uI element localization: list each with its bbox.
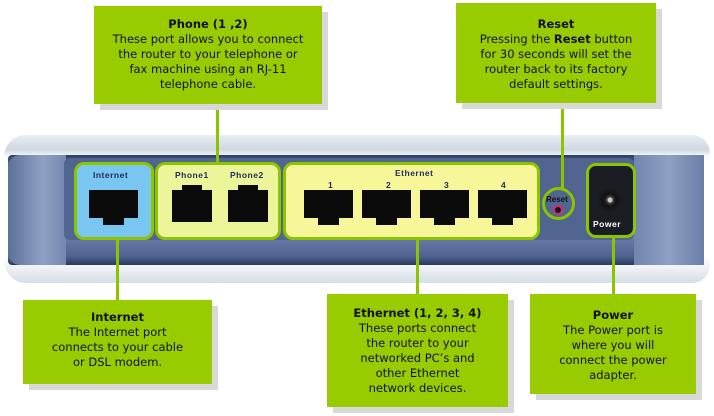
ethernet-port-3[interactable] <box>420 190 469 225</box>
ethernet-callout: Ethernet (1, 2, 3, 4) These ports connec… <box>327 294 508 407</box>
internet-port-label: Internet <box>93 170 129 180</box>
ethernet-port-2-label: 2 <box>386 180 392 190</box>
reset-highlight-ring <box>542 187 575 220</box>
power-callout: Power The Power port is where you will c… <box>530 294 696 394</box>
router-left-cap <box>8 155 66 265</box>
power-callout-title: Power <box>592 308 634 322</box>
internet-port-group <box>74 162 154 240</box>
reset-callout-body-pre: Pressing the <box>479 32 554 46</box>
reset-callout-body: Pressing the Reset button for 30 seconds… <box>456 32 656 92</box>
reset-callout-body-post: button for 30 seconds will set the route… <box>480 32 633 91</box>
power-port[interactable] <box>598 188 622 212</box>
reset-callout-body-bold: Reset <box>553 32 591 46</box>
ethernet-callout-title: Ethernet (1, 2, 3, 4) <box>353 306 482 320</box>
router-right-cap <box>634 155 704 265</box>
power-leader-line <box>612 236 615 296</box>
phone-leader-line <box>216 108 219 164</box>
internet-port[interactable] <box>89 190 138 225</box>
reset-callout-title: Reset <box>537 17 575 31</box>
ethernet-port-3-label: 3 <box>444 180 450 190</box>
phone2-port[interactable] <box>228 185 268 222</box>
phone2-port-label: Phone2 <box>230 170 264 180</box>
internet-callout: Internet The Internet port connects to y… <box>23 300 212 384</box>
power-callout-body: The Power port is where you will connect… <box>559 323 667 382</box>
power-port-label: Power <box>593 219 622 229</box>
phone-callout-body: These port allows you to connect the rou… <box>112 32 304 91</box>
ethernet-callout-body: These ports connect the router to your n… <box>358 321 477 395</box>
reset-callout: Reset Pressing the Reset button for 30 s… <box>456 3 656 103</box>
phone-callout-title: Phone (1 ,2) <box>168 17 248 31</box>
phone1-port-label: Phone1 <box>175 170 209 180</box>
phone-callout: Phone (1 ,2) These port allows you to co… <box>94 6 322 104</box>
internet-callout-body: The Internet port connects to your cable… <box>51 325 184 369</box>
ethernet-port-2[interactable] <box>362 190 411 225</box>
ethernet-group-label: Ethernet <box>395 168 434 178</box>
ethernet-port-1-label: 1 <box>328 180 334 190</box>
ethernet-port-4[interactable] <box>478 190 527 225</box>
reset-leader-line <box>561 106 564 190</box>
ethernet-port-4-label: 4 <box>501 180 507 190</box>
ethernet-leader-line <box>416 238 419 296</box>
ethernet-port-1[interactable] <box>304 190 353 225</box>
internet-leader-line <box>116 238 119 300</box>
reset-label: Reset <box>546 195 568 204</box>
internet-callout-title: Internet <box>91 310 144 324</box>
reset-button[interactable] <box>553 205 563 215</box>
phone1-port[interactable] <box>172 185 212 222</box>
